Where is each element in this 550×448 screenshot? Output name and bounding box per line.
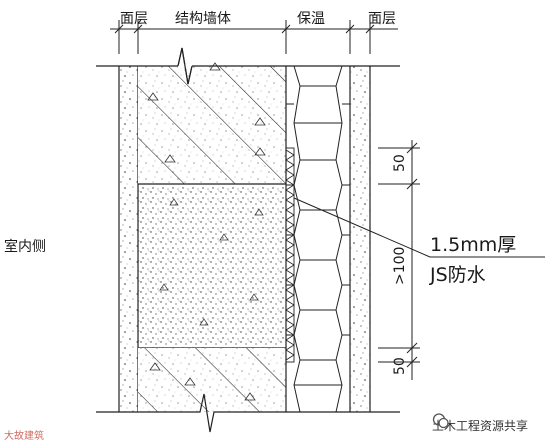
label-surface-left: 面层 [120, 11, 148, 27]
corner-watermark: 大故建筑 [4, 431, 44, 442]
wechat-logo-icon [432, 413, 449, 429]
concrete-block-middle [138, 184, 286, 349]
bottom-break-line [96, 393, 400, 433]
membrane-type-label: JS防水 [429, 264, 486, 286]
dimension-bottom: 50 [392, 357, 408, 375]
layer-label-bar [110, 20, 398, 54]
label-surface-right: 面层 [368, 11, 396, 27]
indoor-side-label: 室内侧 [4, 238, 46, 255]
membrane-thickness-label: 1.5mm厚 [430, 234, 516, 256]
structure-wall-lower [138, 348, 286, 412]
source-watermark: 土木工程资源共享 [432, 412, 548, 438]
waterproof-membrane [285, 147, 295, 363]
top-break-line [96, 47, 400, 85]
outer-plaster-layer [350, 66, 371, 412]
label-insulation: 保温 [297, 11, 325, 27]
insulation-layer [285, 65, 351, 413]
dimension-middle: >100 [392, 247, 408, 285]
inner-plaster-layer [118, 66, 139, 412]
label-structure-wall: 结构墙体 [175, 11, 231, 27]
membrane-leader [293, 197, 545, 258]
source-watermark-text: 土木工程资源共享 [432, 418, 529, 433]
dimension-chain [378, 140, 420, 380]
dimension-top: 50 [392, 154, 408, 172]
